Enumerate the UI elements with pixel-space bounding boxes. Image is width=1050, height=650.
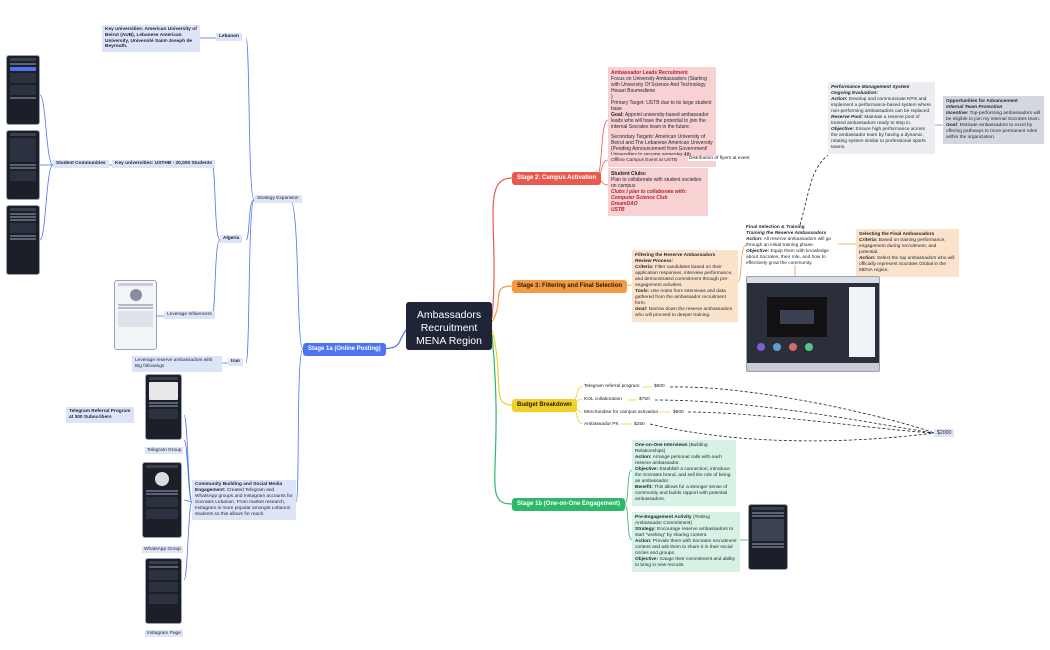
branch-budget: [491, 329, 513, 406]
select-criteria: Criteria: Based on training performance,…: [859, 237, 946, 255]
pre-objective: Objective: Gauge their commitment and ab…: [635, 556, 735, 568]
budget-value-merch: $500: [672, 410, 685, 415]
stage-3-topic[interactable]: Stage 3: Filtering and Final Selection: [512, 280, 628, 294]
budget-item-telegram[interactable]: Telegram referral program: [583, 384, 641, 389]
student-communities-node[interactable]: Student Communities: [53, 160, 109, 168]
telegram-group-caption: Telegram Group: [145, 447, 184, 454]
club-2: DreamDAO: [611, 201, 638, 207]
branch-stage3: [491, 285, 513, 323]
select-action: Action: Select the top ambassadors who w…: [859, 255, 955, 273]
community-screenshot-3: [6, 205, 40, 275]
pms-objective: Objective: Ensure high performance acros…: [831, 126, 926, 150]
offline-event-node[interactable]: Offline Campus Event at USTB: [608, 155, 681, 167]
stage-1a-topic[interactable]: Stage 1a (Online Posting): [303, 343, 386, 357]
branch-stage2: [491, 177, 513, 319]
filter-sub: Review Process:: [635, 258, 674, 264]
leads-goal: Goal: Appoint university-based ambassado…: [611, 112, 709, 130]
advancement-node[interactable]: Opportunities for Advancement Internal T…: [943, 96, 1044, 144]
strategy-expansion-node[interactable]: Strategy Expansion: [254, 195, 302, 203]
flyers-label[interactable]: Distribution of flyers at event: [688, 156, 751, 161]
adv-title: Opportunities for Advancement: [946, 99, 1018, 104]
final-sub: Training the Reserve Ambassadors: [746, 230, 827, 236]
student-clubs-node[interactable]: Student Clubs: Plan to collaborate with …: [608, 168, 708, 216]
pre-engagement-node[interactable]: Pre-Engagement Activity (Testing Ambassa…: [632, 512, 740, 572]
iran-node[interactable]: Iran: [228, 358, 243, 366]
one-objective: Objective: Establish a connection, intro…: [635, 466, 731, 484]
influencer-screenshot: [114, 280, 157, 350]
instagram-page-caption: Instagram Page: [145, 630, 183, 637]
lebanon-node[interactable]: Lebanon: [216, 33, 242, 41]
clubs-plan: Clubs I plan to collaborate with:: [611, 189, 687, 195]
budget-item-merch[interactable]: Merchandise for campus activation: [583, 410, 660, 415]
final-selection-node[interactable]: Final Selection & Training Training the …: [746, 225, 838, 267]
whatsapp-group-screenshot: [142, 462, 182, 538]
budget-item-pk[interactable]: Ambassador PK: [583, 422, 620, 427]
clubs-text: Plan to collaborate with student societi…: [611, 177, 702, 189]
algeria-universities-node[interactable]: Key universities: USTHB - 20,000 Student…: [112, 160, 216, 168]
final-objective: Objective: Equip them with knowledge abo…: [746, 248, 829, 266]
leverage-influencers-node[interactable]: Leverage Influencers: [164, 311, 215, 319]
final-action: Action: All reserve ambassadors will go …: [746, 236, 832, 248]
whatsapp-group-caption: WhatsApp Group: [142, 546, 183, 553]
filter-title: Filtering the Reserve Ambassadors: [635, 253, 716, 258]
training-call-screenshot: [746, 276, 880, 372]
stage-1b-topic[interactable]: Stage 1b (One-on-One Engagement): [512, 498, 626, 512]
leads-primary: Primary Target: USTB due to its large st…: [611, 100, 712, 112]
adv-incentive: Incentive: Top-performing ambassadors wi…: [946, 110, 1041, 122]
community-screenshot-2: [6, 130, 40, 200]
leads-title: Ambassador Leads Recruitment: [611, 70, 688, 76]
budget-total[interactable]: $2000: [934, 429, 955, 438]
pms-subtitle: Ongoing Evaluation:: [831, 90, 878, 96]
leads-paren: ): [611, 94, 613, 100]
budget-item-kol[interactable]: KOL collaboration: [583, 397, 623, 402]
pre-title: Pre-Engagement Activity (Testing Ambassa…: [635, 515, 710, 526]
stage-2-topic[interactable]: Stage 2: Campus Activation: [512, 172, 602, 186]
select-title: Selecting the Final Ambassadors: [859, 232, 935, 237]
pre-strategy: Strategy: Encourage reserve ambassadors …: [635, 526, 734, 538]
reserve-followings-node[interactable]: Leverage reserve ambassadors with Big fo…: [132, 356, 222, 372]
telegram-referral-node[interactable]: Telegram Referral Program at 300 Subscri…: [66, 407, 134, 423]
one-title: One-on-One Interviews (Building Relation…: [635, 443, 708, 454]
select-final-node[interactable]: Selecting the Final Ambassadors Criteria…: [856, 229, 959, 277]
pre-engagement-screenshot: [748, 504, 788, 570]
central-topic[interactable]: Ambassadors Recruitment MENA Region: [406, 302, 492, 350]
club-3: USTB: [611, 207, 625, 213]
one-on-one-node[interactable]: One-on-One Interviews (Building Relation…: [632, 440, 736, 506]
community-building-node[interactable]: Community Building and Social Media Enga…: [192, 480, 296, 520]
filter-goal: Goal: Narrow down the reserve ambassador…: [635, 306, 733, 318]
filter-criteria: Criteria: Filter candidates based on the…: [635, 264, 733, 288]
leads-focus: Focus on University Ambassadors (Startin…: [611, 76, 707, 94]
one-action: Action: Arrange personal calls with each…: [635, 454, 722, 466]
club-1: Computer Science Club: [611, 195, 668, 201]
leads-recruitment-node[interactable]: Ambassador Leads Recruitment Focus on Un…: [608, 67, 716, 167]
performance-management-node[interactable]: Performance Management System Ongoing Ev…: [828, 82, 935, 154]
clubs-title: Student Clubs:: [611, 171, 647, 177]
algeria-node[interactable]: Algeria: [220, 235, 243, 243]
adv-goal: Goal: Motivate ambassadors to excel by o…: [946, 122, 1038, 140]
pms-action: Action: Develop and communicate KPIs and…: [831, 96, 931, 114]
one-benefit: Benefit: This allows for a stronger sens…: [635, 484, 728, 502]
pre-action: Action: Provide them with Socrates recru…: [635, 538, 737, 556]
filtering-node[interactable]: Filtering the Reserve Ambassadors Review…: [632, 250, 738, 322]
budget-topic[interactable]: Budget Breakdown: [512, 399, 577, 413]
telegram-group-screenshot: [145, 374, 182, 440]
budget-value-kol: $750: [638, 397, 651, 402]
budget-value-telegram: $500: [653, 384, 666, 389]
branch-stage1b: [491, 334, 513, 505]
budget-value-pk: $250: [633, 422, 646, 427]
community-screenshot-1: [6, 55, 40, 125]
lebanon-universities-node[interactable]: Key universities: American University of…: [102, 25, 200, 52]
pms-title: Performance Management System: [831, 85, 910, 90]
pms-pool: Reserve Pool: Maintain a reserve pool of…: [831, 114, 920, 126]
final-title: Final Selection & Training: [746, 225, 805, 230]
adv-subtitle: Internal Team Promotion: [946, 104, 1003, 110]
instagram-page-screenshot: [145, 558, 182, 624]
filter-tools: Tools: Use notes from interviews and dat…: [635, 288, 726, 306]
